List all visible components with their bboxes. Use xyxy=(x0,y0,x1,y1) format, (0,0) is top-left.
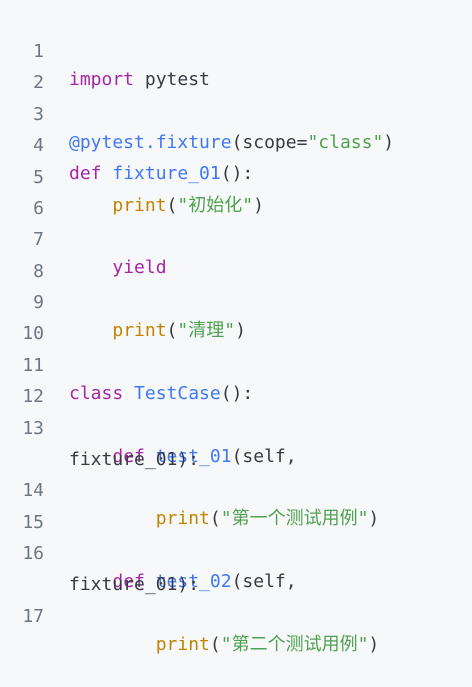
keyword: import xyxy=(69,69,135,90)
code-line: 16 def test_02(self, xyxy=(0,512,296,592)
keyword: def xyxy=(112,571,145,592)
string-literal: "第二个测试用例" xyxy=(220,634,369,655)
line-number: 1 xyxy=(33,41,44,62)
string-literal: "清理" xyxy=(177,320,236,341)
punctuation: ) xyxy=(235,320,246,341)
code-text: def test_02(self, xyxy=(69,568,297,596)
punctuation: (): xyxy=(220,383,254,404)
code-text: class TestCase(): xyxy=(69,380,253,408)
punctuation: ( xyxy=(166,195,178,216)
line-number: 12 xyxy=(22,386,44,407)
code-line: 14 print("第一个测试用例") xyxy=(0,449,379,529)
line-number: 15 xyxy=(22,512,44,533)
line-number: 7 xyxy=(33,229,44,250)
punctuation: (): xyxy=(220,163,254,184)
builtin-call: print xyxy=(112,195,167,216)
function-name: fixture_01 xyxy=(101,163,221,184)
code-line: 12 xyxy=(0,355,44,407)
punctuation: ) xyxy=(368,634,380,655)
keyword: yield xyxy=(112,257,167,278)
code-line: 13 def test_01(self, xyxy=(0,387,296,467)
line-number: 5 xyxy=(33,167,44,188)
builtin-call: print xyxy=(155,508,210,529)
code-line: 2 xyxy=(0,41,44,93)
indent xyxy=(69,257,112,278)
code-editor: 1 import pytest 2 3 @pytest.fixture(scop… xyxy=(0,10,395,655)
string-literal: "class" xyxy=(307,132,384,153)
line-number: 8 xyxy=(33,261,44,282)
code-line: 4 def fixture_01(): xyxy=(0,104,253,184)
code-text: fixture_01): xyxy=(69,449,200,470)
code-line: 10 xyxy=(0,292,44,344)
keyword: def xyxy=(69,163,102,184)
keyword: class xyxy=(69,383,124,404)
line-number: 13 xyxy=(22,418,44,439)
indent xyxy=(69,508,156,529)
code-text: print("第一个测试用例") xyxy=(69,505,380,533)
punctuation: ) xyxy=(368,508,380,529)
indent xyxy=(69,634,156,655)
code-line: 11 class TestCase(): xyxy=(0,324,253,404)
line-number: 17 xyxy=(22,606,44,627)
class-name: TestCase xyxy=(123,383,221,404)
code-text: fixture_01): xyxy=(69,574,200,595)
code-text: @pytest.fixture(scope="class") xyxy=(69,129,394,157)
code-line: 15 xyxy=(0,481,44,533)
builtin-call: print xyxy=(155,634,210,655)
string-literal: "初始化" xyxy=(177,195,254,216)
punctuation: (self, xyxy=(231,571,297,592)
identifier: pytest xyxy=(134,69,210,90)
punctuation: ( xyxy=(209,634,221,655)
code-text: print("初始化") xyxy=(69,192,264,220)
function-name: test_02 xyxy=(144,571,232,592)
builtin-call: print xyxy=(112,320,167,341)
indent xyxy=(69,195,112,216)
line-number: 4 xyxy=(33,135,44,156)
code-line: 17 print("第二个测试用例") xyxy=(0,575,379,655)
identifier: scope= xyxy=(242,132,308,153)
line-number: 16 xyxy=(22,543,44,564)
punctuation: ( xyxy=(209,508,221,529)
line-number: 3 xyxy=(33,104,44,125)
code-line-wrap: fixture_01): xyxy=(0,418,199,470)
code-text: import pytest xyxy=(69,66,210,94)
code-line: 7 yield xyxy=(0,198,166,278)
indent xyxy=(69,320,112,341)
string-literal: "第一个测试用例" xyxy=(220,508,369,529)
code-line: 8 xyxy=(0,230,44,282)
punctuation: (self, xyxy=(231,446,297,467)
code-line: 5 print("初始化") xyxy=(0,136,264,216)
code-text: def fixture_01(): xyxy=(69,160,253,188)
line-number: 9 xyxy=(33,292,44,313)
function-name: test_01 xyxy=(144,446,232,467)
code-line: 6 xyxy=(0,167,44,219)
decorator: @pytest.fixture xyxy=(69,132,232,153)
code-text: yield xyxy=(69,254,167,282)
line-number: 2 xyxy=(33,72,44,93)
code-text: print("清理") xyxy=(69,317,246,345)
punctuation: ) xyxy=(253,195,264,216)
code-line-wrap: fixture_01): xyxy=(0,543,199,595)
code-line: 9 print("清理") xyxy=(0,261,246,341)
code-line: 1 import pytest xyxy=(0,10,210,90)
code-text: def test_01(self, xyxy=(69,443,297,471)
code-line: 3 @pytest.fixture(scope="class") xyxy=(0,73,394,153)
line-number: 14 xyxy=(22,480,44,501)
keyword: def xyxy=(112,446,145,467)
code-text: print("第二个测试用例") xyxy=(69,631,380,659)
line-number: 6 xyxy=(33,198,44,219)
line-number: 11 xyxy=(22,355,44,376)
punctuation: ( xyxy=(231,132,243,153)
line-number: 10 xyxy=(22,323,44,344)
punctuation: ) xyxy=(383,132,395,153)
punctuation: ( xyxy=(166,320,178,341)
